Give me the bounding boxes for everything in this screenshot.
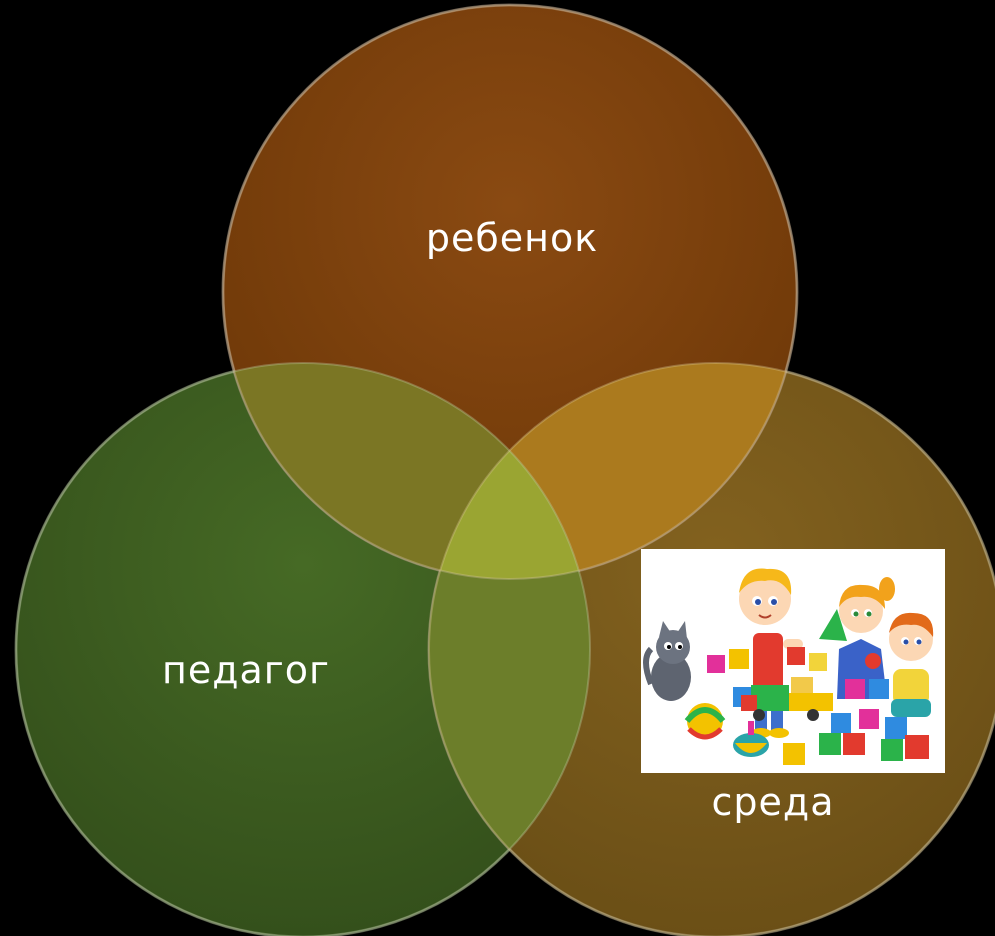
pyramid-icon xyxy=(819,609,847,641)
cat-icon xyxy=(643,621,691,701)
spinning-top-icon xyxy=(733,721,769,757)
ball-icon xyxy=(684,703,726,740)
small-boy-icon xyxy=(889,612,934,717)
colored-blocks-icon xyxy=(707,647,929,765)
overlap-child-environment xyxy=(429,363,797,579)
children-playing-illustration xyxy=(641,549,945,773)
toy-truck-icon xyxy=(741,685,833,721)
label-environment: среда xyxy=(711,780,835,824)
overlap-child-teacher xyxy=(223,363,590,579)
label-teacher: педагог xyxy=(162,648,330,692)
label-child: ребенок xyxy=(425,216,599,260)
